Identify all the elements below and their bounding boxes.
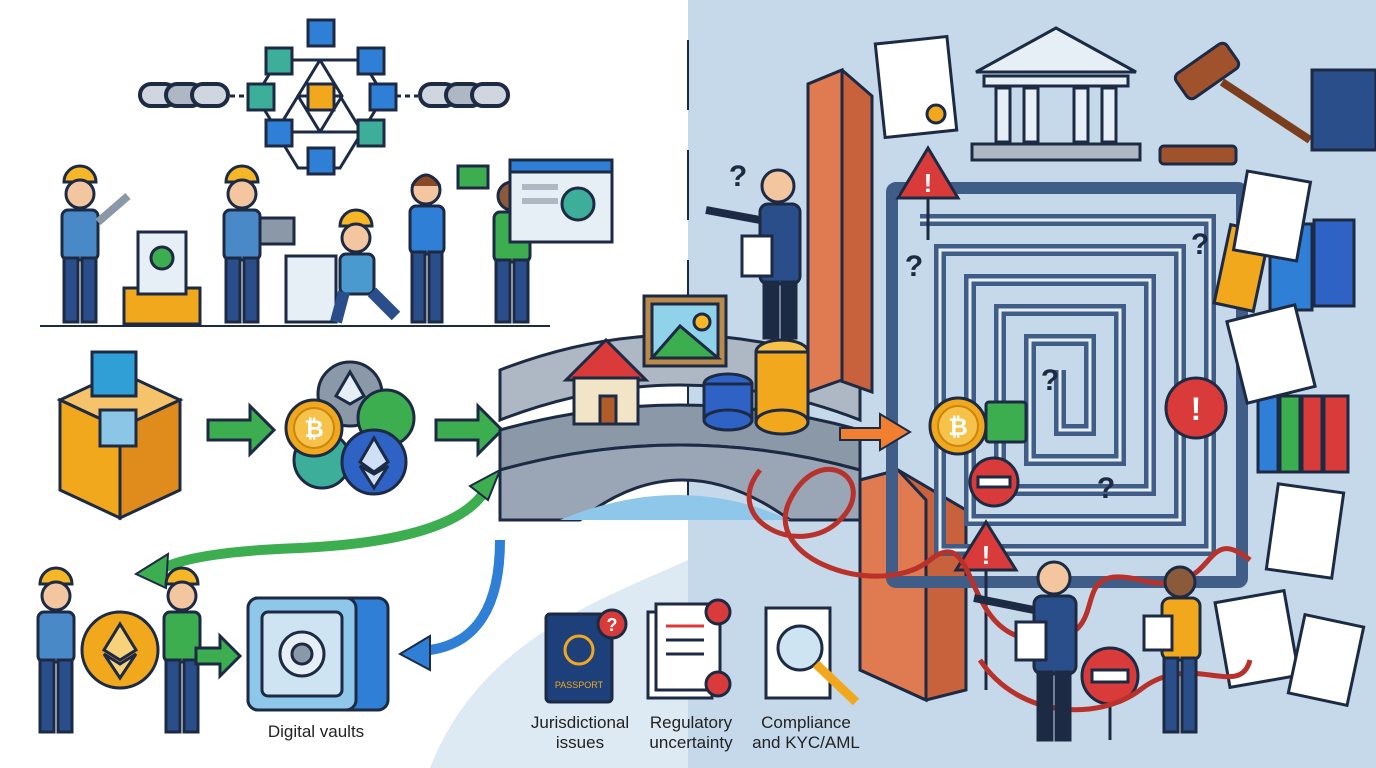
- ethereum-icon: [340, 428, 408, 496]
- svg-text:!: !: [924, 168, 933, 198]
- binder-icon: [1212, 218, 1356, 474]
- svg-text:!: !: [982, 540, 991, 570]
- svg-text:?: ?: [607, 615, 618, 635]
- warning-sign-icon: !: [895, 145, 961, 240]
- house-icon: [562, 337, 650, 426]
- arrow-icon: [194, 632, 243, 680]
- arrow-icon: [206, 402, 277, 458]
- dashboard-screen-icon: [508, 158, 614, 244]
- crypto-coin-icon: [754, 338, 810, 436]
- compliance-line-2: and KYC/AML: [752, 733, 860, 752]
- document-icon: [646, 598, 732, 700]
- ethereum-icon: [80, 610, 160, 690]
- cash-icon: [984, 400, 1028, 444]
- document-icon: [284, 254, 338, 324]
- worker-icon: [222, 164, 296, 324]
- businessman-icon: [705, 168, 802, 340]
- jurisdictional-issues-label: Jurisdictional issues: [516, 713, 644, 753]
- rope-icon: [746, 466, 1253, 713]
- arrow-icon: [839, 412, 912, 452]
- picture-icon: [642, 294, 728, 368]
- digital-vaults-text: Digital vaults: [267, 722, 365, 741]
- document-icon: [873, 34, 959, 140]
- worker-icon: [36, 566, 76, 734]
- magnifier-icon: [764, 606, 860, 706]
- regulatory-line-1: Regulatory: [649, 713, 733, 732]
- vault-icon: [246, 596, 390, 712]
- worker-icon: [162, 566, 202, 734]
- regulatory-line-2: uncertainty: [649, 733, 733, 752]
- bank-icon: [970, 26, 1142, 162]
- regulatory-uncertainty-label: Regulatory uncertainty: [630, 713, 752, 753]
- arrow-icon: [429, 539, 505, 655]
- worker-icon: [408, 164, 490, 324]
- blockchain-hex-icon: [246, 18, 398, 176]
- svg-text:!: !: [1191, 391, 1202, 427]
- alert-circle-icon: !: [1164, 376, 1228, 440]
- arrow-icon: [157, 478, 495, 575]
- passport-icon: ?: [544, 608, 628, 704]
- compliance-line-1: Compliance: [761, 713, 851, 732]
- bitcoin-icon: [284, 398, 344, 458]
- jurisdictional-line-1: Jurisdictional: [530, 713, 630, 732]
- document-icon: [122, 230, 202, 326]
- passport-label: PASSPORT: [555, 680, 604, 690]
- chain-link-icon: [138, 82, 230, 108]
- jurisdictional-line-2: issues: [555, 733, 605, 752]
- digital-vaults-label: Digital vaults: [252, 722, 380, 742]
- maze-icon: [920, 218, 1212, 552]
- brick-wall-icon: [806, 67, 874, 395]
- no-entry-icon: [968, 456, 1020, 508]
- document-icon: [1213, 169, 1366, 708]
- worker-icon: [330, 208, 401, 324]
- bitcoin-icon: [928, 396, 988, 456]
- businesswoman-icon: [1142, 565, 1202, 734]
- gavel-icon: [1158, 41, 1376, 166]
- chain-link-icon: [418, 82, 510, 108]
- crypto-coin-icon: [702, 372, 754, 432]
- businessman-icon: [973, 560, 1078, 742]
- arrow-icon: [434, 402, 505, 458]
- compliance-kyc-aml-label: Compliance and KYC/AML: [744, 713, 868, 753]
- worker-icon: [60, 164, 131, 324]
- box-icon: [56, 350, 184, 521]
